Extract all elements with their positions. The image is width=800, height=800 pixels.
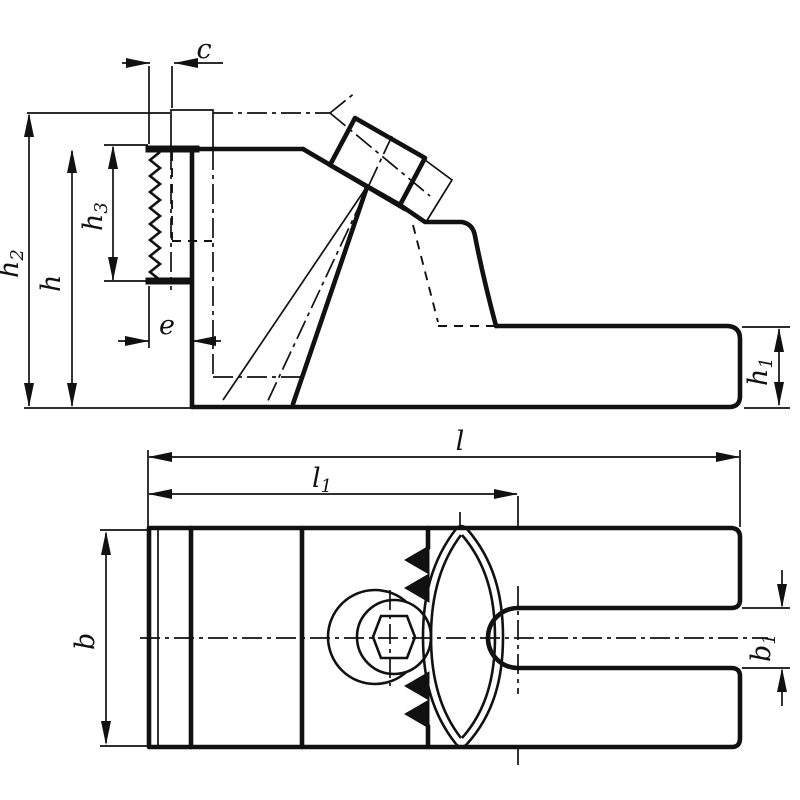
dimension-label-b1: b1 xyxy=(746,633,780,662)
thread-stud xyxy=(145,150,194,285)
dimension-b1: b1 xyxy=(742,570,790,706)
curved-washer xyxy=(421,524,505,749)
screw-head xyxy=(327,115,428,208)
hex-socket-screw-top xyxy=(326,588,433,686)
screw-shank-near-edge xyxy=(290,184,370,407)
dimension-h2: h2 xyxy=(0,113,34,407)
dimension-c: c xyxy=(122,34,223,144)
plan-center-lines xyxy=(140,512,768,765)
dimension-e: e xyxy=(118,286,221,348)
dimension-label-l1: l1 xyxy=(312,463,332,497)
dimension-label-h: h xyxy=(36,275,67,292)
dimension-l1: l1 xyxy=(148,463,519,528)
dimension-label-e: e xyxy=(159,310,175,341)
inclined-screw xyxy=(222,115,454,408)
screw-axis xyxy=(264,135,393,408)
hidden-nose-profile xyxy=(412,224,494,327)
hidden-hole xyxy=(171,152,212,242)
dimension-label-h2: h2 xyxy=(0,249,28,278)
dimension-label-l: l xyxy=(456,426,465,457)
clamp-body-outline xyxy=(145,145,743,410)
dimension-label-b: b xyxy=(70,633,101,650)
hex-socket xyxy=(371,614,417,660)
side-view: c h2 h h3 xyxy=(0,34,790,410)
top-step xyxy=(170,109,214,148)
dimension-label-c: c xyxy=(196,34,211,65)
side-center-lines xyxy=(27,91,431,378)
dimension-b: b xyxy=(70,529,148,747)
dimension-h: h xyxy=(36,149,77,407)
screw-head-circle xyxy=(355,598,433,676)
thread-zigzag xyxy=(147,150,163,282)
dimension-h3: h3 xyxy=(78,144,148,282)
dimension-h1: h1 xyxy=(742,326,790,409)
serration-teeth xyxy=(404,525,431,750)
dimension-label-h1: h1 xyxy=(743,357,777,386)
dimension-label-h3: h3 xyxy=(78,202,112,231)
plan-view: l l1 b b1 xyxy=(70,426,790,765)
screw-boss xyxy=(424,159,454,223)
screw-shank-far-edge xyxy=(222,187,367,401)
dimension-l: l xyxy=(147,426,741,528)
